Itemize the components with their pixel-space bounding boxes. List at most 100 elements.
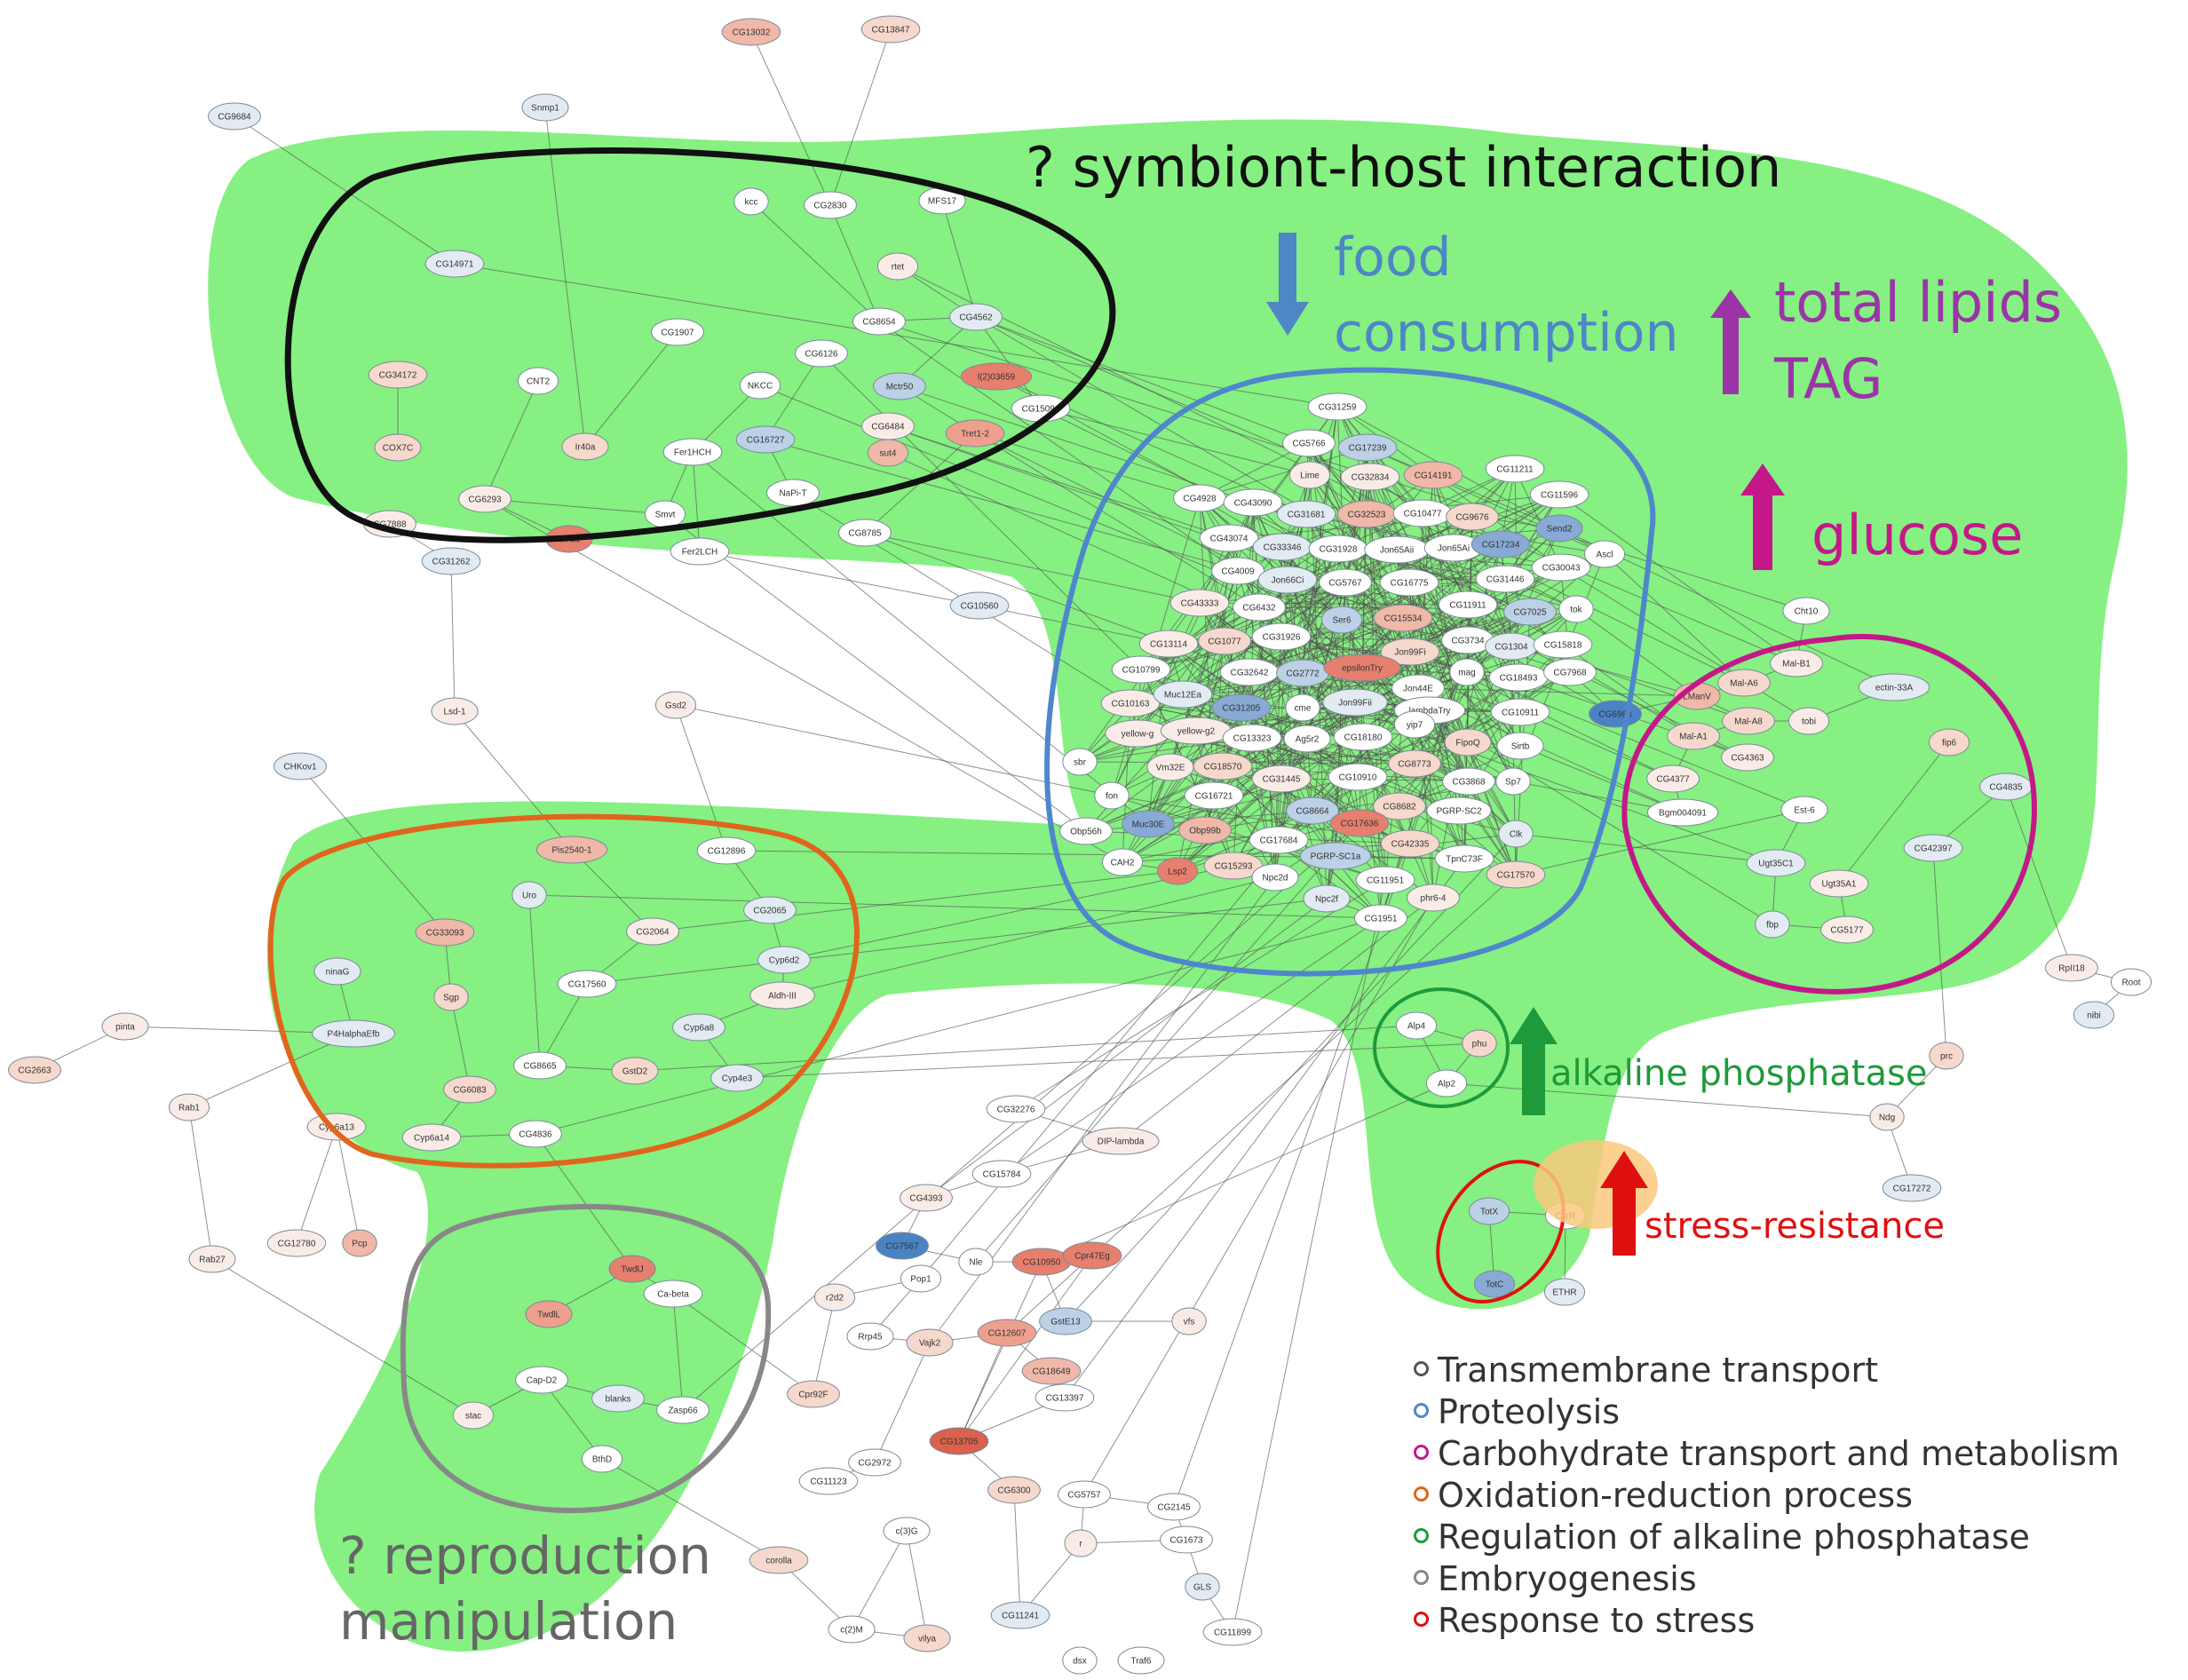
gene-node[interactable]: CG34172 — [368, 361, 428, 389]
gene-node[interactable]: Cyp4e3 — [710, 1064, 764, 1092]
gene-node[interactable]: CG31446 — [1475, 565, 1535, 593]
gene-node[interactable]: Fer1HCH — [662, 438, 723, 466]
gene-node[interactable]: CG2663 — [8, 1056, 61, 1084]
gene-node[interactable]: Ascl — [1583, 540, 1626, 568]
gene-node[interactable]: Muc12Ea — [1153, 680, 1213, 709]
gene-node[interactable]: CG17636 — [1329, 809, 1390, 837]
gene-node[interactable]: CG6083 — [443, 1075, 496, 1104]
gene-node[interactable]: fon — [1094, 781, 1130, 810]
gene-node[interactable]: CG31205 — [1211, 693, 1272, 722]
gene-node[interactable]: Vajk2 — [906, 1328, 954, 1357]
gene-node[interactable]: Pcp — [342, 1229, 377, 1257]
gene-node[interactable]: CG13705 — [929, 1427, 989, 1455]
gene-node[interactable]: CG9684 — [208, 102, 261, 131]
gene-node[interactable]: CAH2 — [1101, 848, 1144, 876]
gene-node[interactable]: Jon99Fii — [1322, 688, 1388, 717]
gene-node[interactable]: CG2772 — [1276, 659, 1329, 687]
gene-node[interactable]: c(2)M — [828, 1615, 876, 1644]
gene-node[interactable]: Lsp2 — [1156, 857, 1199, 885]
gene-node[interactable]: CG12896 — [696, 836, 757, 865]
gene-node[interactable]: CG42397 — [1903, 834, 1963, 862]
gene-node[interactable]: CG11211 — [1485, 455, 1545, 483]
gene-node[interactable]: CG3868 — [1442, 767, 1495, 796]
gene-node[interactable]: Alp4 — [1395, 1011, 1438, 1040]
gene-node[interactable]: CG17570 — [1486, 860, 1546, 889]
gene-node[interactable]: CG31259 — [1307, 392, 1368, 421]
gene-node[interactable]: CG5766 — [1282, 429, 1336, 457]
gene-node[interactable]: Tret1-2 — [945, 419, 1005, 448]
gene-node[interactable]: Root — [2110, 968, 2152, 996]
gene-node[interactable]: CG15818 — [1533, 630, 1593, 659]
gene-node[interactable]: CG18570 — [1193, 752, 1253, 781]
gene-node[interactable]: pinta — [101, 1012, 149, 1041]
gene-node[interactable]: Cht10 — [1782, 597, 1830, 625]
gene-node[interactable]: CG10950 — [1011, 1248, 1072, 1276]
gene-node[interactable]: CG10911 — [1490, 698, 1550, 726]
gene-node[interactable]: CG31926 — [1251, 622, 1312, 651]
gene-node[interactable]: CG8785 — [838, 519, 892, 547]
gene-node[interactable]: CG17684 — [1249, 826, 1309, 854]
gene-node[interactable]: nibi — [2073, 1001, 2115, 1029]
gene-node[interactable]: DIP-lambda — [1082, 1127, 1160, 1155]
gene-node[interactable]: Pop1 — [900, 1264, 942, 1293]
gene-node[interactable]: GstE13 — [1039, 1307, 1092, 1335]
gene-node[interactable]: Fer2LCH — [670, 537, 730, 566]
gene-node[interactable]: CG4363 — [1721, 743, 1774, 772]
gene-node[interactable]: GstD2 — [611, 1057, 659, 1085]
gene-node[interactable]: CG10799 — [1111, 655, 1171, 684]
gene-node[interactable]: TwdlJ — [608, 1255, 656, 1283]
gene-node[interactable]: CG10163 — [1100, 689, 1161, 717]
gene-node[interactable]: fbp — [1755, 910, 1790, 939]
gene-node[interactable]: CG11596 — [1529, 480, 1589, 509]
gene-node[interactable]: CG16775 — [1379, 568, 1439, 597]
gene-node[interactable]: CG7025 — [1503, 598, 1557, 626]
gene-node[interactable]: Ser6 — [1320, 606, 1363, 634]
gene-node[interactable]: RpII18 — [2045, 954, 2098, 982]
gene-node[interactable]: tok — [1558, 595, 1594, 623]
gene-node[interactable]: Cpr47Eg — [1062, 1241, 1122, 1270]
gene-node[interactable]: Uro — [511, 881, 547, 909]
gene-node[interactable]: CG8664 — [1286, 796, 1339, 825]
gene-node[interactable]: vilya — [903, 1624, 951, 1652]
gene-node[interactable]: Jon65Aii — [1364, 535, 1430, 564]
gene-node[interactable]: TotX — [1468, 1197, 1510, 1225]
gene-node[interactable]: ninaG — [313, 957, 361, 986]
gene-node[interactable]: kcc — [733, 187, 769, 216]
gene-node[interactable]: c(3)G — [883, 1517, 931, 1545]
gene-node[interactable]: Pis2540-1 — [535, 836, 608, 864]
gene-node[interactable]: CG9676 — [1446, 503, 1499, 531]
gene-node[interactable]: dsx — [1062, 1646, 1098, 1675]
gene-node[interactable]: CG4393 — [900, 1184, 953, 1212]
gene-node[interactable]: Npc2f — [1303, 884, 1351, 913]
gene-node[interactable]: CG8773 — [1388, 749, 1441, 778]
gene-node[interactable]: CG10910 — [1328, 763, 1388, 791]
gene-node[interactable]: TwdlL — [525, 1300, 573, 1328]
gene-node[interactable]: Cyp6a13 — [306, 1113, 367, 1141]
gene-node[interactable]: PGRP-SC1a — [1299, 842, 1372, 870]
gene-node[interactable]: CG18493 — [1488, 663, 1549, 692]
gene-node[interactable]: CNT2 — [517, 367, 559, 395]
gene-node[interactable]: TpnC73F — [1434, 844, 1494, 873]
gene-node[interactable]: CG13847 — [860, 15, 921, 44]
gene-node[interactable]: Ugt35C1 — [1746, 849, 1806, 877]
gene-node[interactable]: CG11241 — [990, 1601, 1050, 1629]
gene-node[interactable]: CG5177 — [1820, 915, 1874, 944]
gene-node[interactable]: CHKov1 — [274, 752, 327, 781]
gene-node[interactable]: CG17560 — [557, 970, 617, 998]
gene-node[interactable]: corolla — [749, 1546, 809, 1574]
gene-node[interactable]: CG2064 — [626, 917, 679, 946]
gene-node[interactable]: CG5767 — [1319, 568, 1372, 597]
gene-node[interactable]: Ca-beta — [643, 1280, 703, 1308]
gene-node[interactable]: yellow-g2 — [1160, 717, 1233, 745]
gene-node[interactable]: Send2 — [1535, 514, 1583, 543]
gene-node[interactable]: sut4 — [867, 439, 909, 467]
gene-node[interactable]: Cap-D2 — [515, 1366, 568, 1394]
gene-node[interactable]: CG4835 — [1979, 773, 2033, 801]
gene-node[interactable]: Rab27 — [188, 1245, 236, 1273]
gene-node[interactable]: Clk — [1498, 820, 1534, 848]
gene-node[interactable]: CG31928 — [1308, 535, 1368, 563]
gene-node[interactable]: CG32523 — [1336, 500, 1397, 528]
gene-node[interactable]: CG2830 — [804, 191, 857, 219]
gene-node[interactable]: Mal-A8 — [1722, 707, 1775, 735]
gene-node[interactable]: CG17239 — [1337, 433, 1398, 462]
